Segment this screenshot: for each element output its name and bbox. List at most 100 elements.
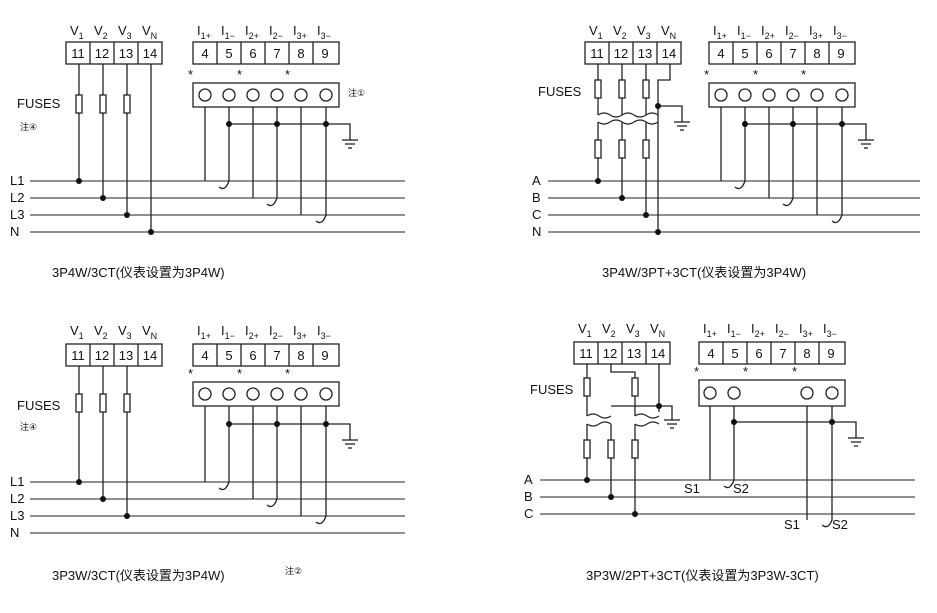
current-terminal-number: 9 bbox=[827, 346, 834, 361]
line-label: A bbox=[524, 472, 533, 487]
polarity-star: * bbox=[743, 364, 748, 379]
line-label: N bbox=[10, 224, 19, 239]
voltage-terminal-number: 13 bbox=[119, 46, 133, 61]
current-terminal-number: 9 bbox=[321, 348, 328, 363]
current-terminal-number: 4 bbox=[201, 348, 208, 363]
fuses-note: 注④ bbox=[20, 421, 37, 432]
voltage-label: V1 bbox=[589, 23, 603, 41]
current-label: I1+ bbox=[713, 23, 727, 41]
current-label: I3− bbox=[833, 23, 847, 41]
panel-3-3p3w-3ct bbox=[30, 343, 405, 534]
current-terminal-number: 4 bbox=[201, 46, 208, 61]
current-terminal-number: 7 bbox=[273, 46, 280, 61]
polarity-star: * bbox=[801, 67, 806, 82]
voltage-label: VN bbox=[142, 23, 157, 41]
fuses-label: FUSES bbox=[530, 382, 574, 397]
polarity-star: * bbox=[792, 364, 797, 379]
current-label: I2+ bbox=[245, 23, 259, 41]
voltage-label: V3 bbox=[626, 321, 640, 339]
panel-caption: 3P3W/3CT(仪表设置为3P4W) bbox=[52, 568, 225, 583]
polarity-star: * bbox=[694, 364, 699, 379]
voltage-terminal-number: 13 bbox=[119, 348, 133, 363]
panel-caption: 3P4W/3PT+3CT(仪表设置为3P4W) bbox=[602, 265, 806, 280]
current-terminal-number: 9 bbox=[837, 46, 844, 61]
line-label: A bbox=[532, 173, 541, 188]
panel-caption: 3P3W/2PT+3CT(仪表设置为3P3W-3CT) bbox=[586, 568, 819, 583]
current-label: I3+ bbox=[293, 23, 307, 41]
line-label: C bbox=[524, 506, 533, 521]
voltage-terminal-number: 14 bbox=[662, 46, 676, 61]
current-label: I3− bbox=[823, 321, 837, 339]
fuse bbox=[123, 94, 131, 114]
current-label: I1+ bbox=[197, 23, 211, 41]
current-terminal-number: 8 bbox=[813, 46, 820, 61]
voltage-label: V3 bbox=[118, 23, 132, 41]
polarity-star: * bbox=[753, 67, 758, 82]
polarity-star: * bbox=[704, 67, 709, 82]
line-label: L1 bbox=[10, 474, 24, 489]
line-label: L1 bbox=[10, 173, 24, 188]
current-terminal-number: 9 bbox=[321, 46, 328, 61]
line-label: L2 bbox=[10, 491, 24, 506]
voltage-label: VN bbox=[650, 321, 665, 339]
voltage-label: V2 bbox=[602, 321, 616, 339]
fuses-label: FUSES bbox=[17, 96, 61, 111]
fuses-label: FUSES bbox=[538, 84, 582, 99]
voltage-terminal-number: 14 bbox=[651, 346, 665, 361]
voltage-terminal-number: 12 bbox=[95, 46, 109, 61]
current-label: I3− bbox=[317, 323, 331, 341]
line-label: L3 bbox=[10, 207, 24, 222]
current-terminal-number: 6 bbox=[249, 46, 256, 61]
current-label: I2+ bbox=[245, 323, 259, 341]
voltage-terminal-number: 14 bbox=[143, 46, 157, 61]
current-label: I2− bbox=[785, 23, 799, 41]
current-terminal-number: 7 bbox=[789, 46, 796, 61]
ct-block bbox=[192, 82, 340, 108]
voltage-label: V1 bbox=[70, 23, 84, 41]
ct-terminal-label: S2 bbox=[733, 481, 749, 496]
current-terminal-number: 7 bbox=[273, 348, 280, 363]
panel-4-3p3w-2pt-3ct bbox=[540, 341, 915, 528]
current-label: I3+ bbox=[809, 23, 823, 41]
current-terminal-number: 5 bbox=[731, 346, 738, 361]
panel-1-3p4w-3ct bbox=[30, 41, 405, 235]
ct-terminal-label: S1 bbox=[784, 517, 800, 532]
fuse bbox=[99, 94, 107, 114]
voltage-terminal-number: 11 bbox=[579, 346, 593, 361]
line-label: L3 bbox=[10, 508, 24, 523]
line-label: B bbox=[524, 489, 533, 504]
caption-note: 注② bbox=[285, 565, 302, 576]
current-terminal-number: 6 bbox=[755, 346, 762, 361]
line-label: N bbox=[532, 224, 541, 239]
current-terminal-number: 5 bbox=[741, 46, 748, 61]
current-terminal-number: 6 bbox=[249, 348, 256, 363]
line-label: B bbox=[532, 190, 541, 205]
voltage-label: V2 bbox=[94, 23, 108, 41]
line-label: N bbox=[10, 525, 19, 540]
current-label: I2+ bbox=[751, 321, 765, 339]
voltage-terminal-number: 13 bbox=[638, 46, 652, 61]
current-label: I1− bbox=[221, 23, 235, 41]
current-label: I1− bbox=[221, 323, 235, 341]
voltage-terminal-number: 11 bbox=[71, 46, 85, 61]
current-terminal-block bbox=[192, 41, 340, 65]
voltage-terminal-number: 13 bbox=[627, 346, 641, 361]
current-terminal-number: 8 bbox=[297, 46, 304, 61]
voltage-terminal-number: 14 bbox=[143, 348, 157, 363]
current-terminal-number: 8 bbox=[803, 346, 810, 361]
voltage-terminal-number: 11 bbox=[71, 348, 85, 363]
voltage-label: V2 bbox=[613, 23, 627, 41]
current-label: I2− bbox=[775, 321, 789, 339]
current-label: I2+ bbox=[761, 23, 775, 41]
voltage-label: V2 bbox=[94, 323, 108, 341]
current-label: I1+ bbox=[703, 321, 717, 339]
current-label: I2− bbox=[269, 323, 283, 341]
current-label: I3+ bbox=[293, 323, 307, 341]
current-terminal-number: 5 bbox=[225, 46, 232, 61]
voltage-label: V3 bbox=[118, 323, 132, 341]
line-label: C bbox=[532, 207, 541, 222]
fuse bbox=[75, 94, 83, 114]
voltage-terminal-number: 12 bbox=[603, 346, 617, 361]
polarity-star: * bbox=[188, 67, 193, 82]
